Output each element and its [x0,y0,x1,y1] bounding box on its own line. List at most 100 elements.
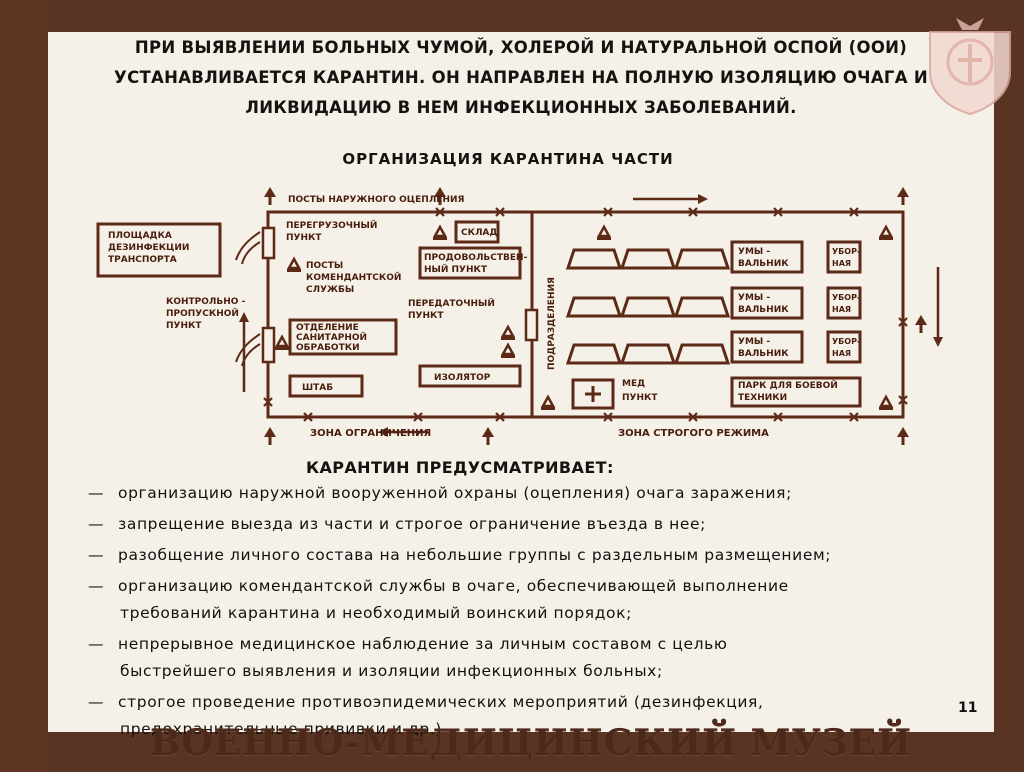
barracks-icon [566,343,622,365]
transfer-point-label-2: ПУНКТ [286,233,322,243]
outer-posts-label: ПОСТЫ НАРУЖНОГО ОЦЕПЛЕНИЯ [288,195,465,205]
isolator-box [418,364,522,388]
toilet-box [826,286,862,320]
barracks-icon [674,343,730,365]
vehicle-park-box [730,376,862,408]
toilet-label-2: НАЯ [832,305,851,314]
diagram-title: ОРГАНИЗАЦИЯ КАРАНТИНА ЧАСТИ [342,150,673,168]
provision-text: разобщение личного состава на небольшие … [118,546,832,564]
provision-item: —строгое проведение противоэпидемических… [88,689,968,743]
provision-text-cont: быстрейшего выявления и изоляции инфекци… [120,662,663,680]
washroom-label-2: ВАЛЬНИК [738,349,789,359]
hq-box [288,374,364,398]
provision-text-cont: требований карантина и необходимый воинс… [120,604,632,622]
commandant-label-1: ПОСТЫ [306,261,343,271]
handover-gate [524,308,539,342]
transport-pad-label-2: ДЕЗИНФЕКЦИИ [108,243,189,253]
commandant-post-icon [499,343,517,360]
washroom-label-1: УМЫ - [738,337,770,347]
sanitary-label-2: САНИТАРНОЙ [296,331,367,343]
checkpoint-label-1: КОНТРОЛЬНО - [166,297,246,307]
zone-restriction-label: ЗОНА ОГРАНИЧЕНИЯ [310,428,431,439]
washroom-box [730,330,804,364]
provision-item: — непрерывное медицинское наблюдение за л… [88,631,968,685]
checkpoint-label-2: ПРОПУСКНОЙ [166,307,239,319]
warehouse-box [454,220,500,244]
handover-label-2: ПУНКТ [408,311,444,321]
gate-swing-icon [235,333,261,367]
commandant-post-icon [539,395,557,412]
bullet-dash: — [88,484,105,502]
barracks-icon [566,248,622,270]
washroom-label-2: ВАЛЬНИК [738,305,789,315]
provision-item: — организацию комендантской службы в очаг… [88,573,968,627]
provision-item: — организацию наружной вооруженной охраны… [88,480,968,507]
transfer-gate [261,226,276,260]
barracks-icon [566,296,622,318]
arrow-head-icon [378,427,388,437]
food-point-label-1: ПРОДОВОЛЬСТВЕН- [424,253,528,263]
frame-left [0,0,48,772]
commandant-post-icon [273,335,291,352]
gate-swing-icon [235,231,261,265]
med-point-label-1: МЕД [622,379,645,389]
checkpoint-gate [261,326,276,364]
washroom-label-1: УМЫ - [738,247,770,257]
commandant-label-3: СЛУЖБЫ [306,285,354,295]
washroom-box [730,240,804,274]
provision-text: организацию наружной вооруженной охраны … [118,484,792,502]
units-label: ПОДРАЗДЕЛЕНИЯ [547,277,557,370]
outer-post-icon [897,187,909,205]
commandant-post-icon [499,325,517,342]
barracks-icon [620,248,676,270]
sanitary-label-3: ОБРАБОТКИ [296,343,360,353]
bullet-dash: — [88,635,105,653]
page-number: 11 [958,700,978,716]
commandant-post-icon [595,225,613,242]
vehicle-park-label-1: ПАРК ДЛЯ БОЕВОЙ [738,379,838,391]
provision-text: строгое проведение противоэпидемических … [118,693,764,711]
arrow-head-icon [933,337,943,347]
washroom-label-1: УМЫ - [738,293,770,303]
outer-post-icon [897,427,909,445]
transport-pad-label-3: ТРАНСПОРТА [108,255,177,265]
bullet-dash: — [88,577,105,595]
commandant-post-icon [877,395,895,412]
transfer-point-label-1: ПЕРЕГРУЗОЧНЫЙ [286,219,377,231]
bullet-dash: — [88,515,105,533]
poster-sheet: ПРИ ВЫЯВЛЕНИИ БОЛЬНЫХ ЧУМОЙ, ХОЛЕРОЙ И Н… [48,32,994,738]
outer-post-icon [264,427,276,445]
warehouse-label: СКЛАД [461,228,497,238]
toilet-label-1: УБОР- [832,337,860,346]
barracks-icon [620,296,676,318]
med-point-label-2: ПУНКТ [622,393,658,403]
provision-item: — запрещение выезда из части и строгое ог… [88,511,968,538]
barracks-icon [620,343,676,365]
outer-post-icon [482,427,494,445]
provision-text: непрерывное медицинское наблюдение за ли… [118,635,728,653]
washroom-box [730,286,804,320]
isolator-label: ИЗОЛЯТОР [434,373,491,383]
med-point-box [571,378,615,410]
museum-emblem-icon [929,18,1011,116]
checkpoint-label-3: ПУНКТ [166,321,202,331]
toilet-label-1: УБОР- [832,247,860,256]
commandant-label-2: КОМЕНДАНТСКОЙ [306,271,401,283]
museum-watermark: ВОЕННО-МЕДИЦИНСКИЙ МУЗЕЙ [150,722,913,764]
outer-post-icon [264,187,276,205]
barracks-icon [674,248,730,270]
hq-label: ШТАБ [302,383,333,393]
commandant-post-icon [285,257,303,274]
provisions-list: — организацию наружной вооруженной охраны… [88,480,968,749]
quarantine-diagram: ОРГАНИЗАЦИЯ КАРАНТИНА ЧАСТИ [96,150,943,445]
provision-text: запрещение выезда из части и строгое огр… [118,515,706,533]
header-line-1: ПРИ ВЫЯВЛЕНИИ БОЛЬНЫХ ЧУМОЙ, ХОЛЕРОЙ И Н… [134,38,908,57]
food-point-box [418,246,522,280]
arrow-head-icon [239,312,249,322]
commandant-post-icon [431,225,449,242]
washroom-label-2: ВАЛЬНИК [738,259,789,269]
provision-text: организацию комендантской службы в очаге… [118,577,789,595]
sanitary-label-1: ОТДЕЛЕНИЕ [296,323,359,333]
food-point-label-2: НЫЙ ПУНКТ [424,263,488,275]
vehicle-park-label-2: ТЕХНИКИ [738,393,787,403]
